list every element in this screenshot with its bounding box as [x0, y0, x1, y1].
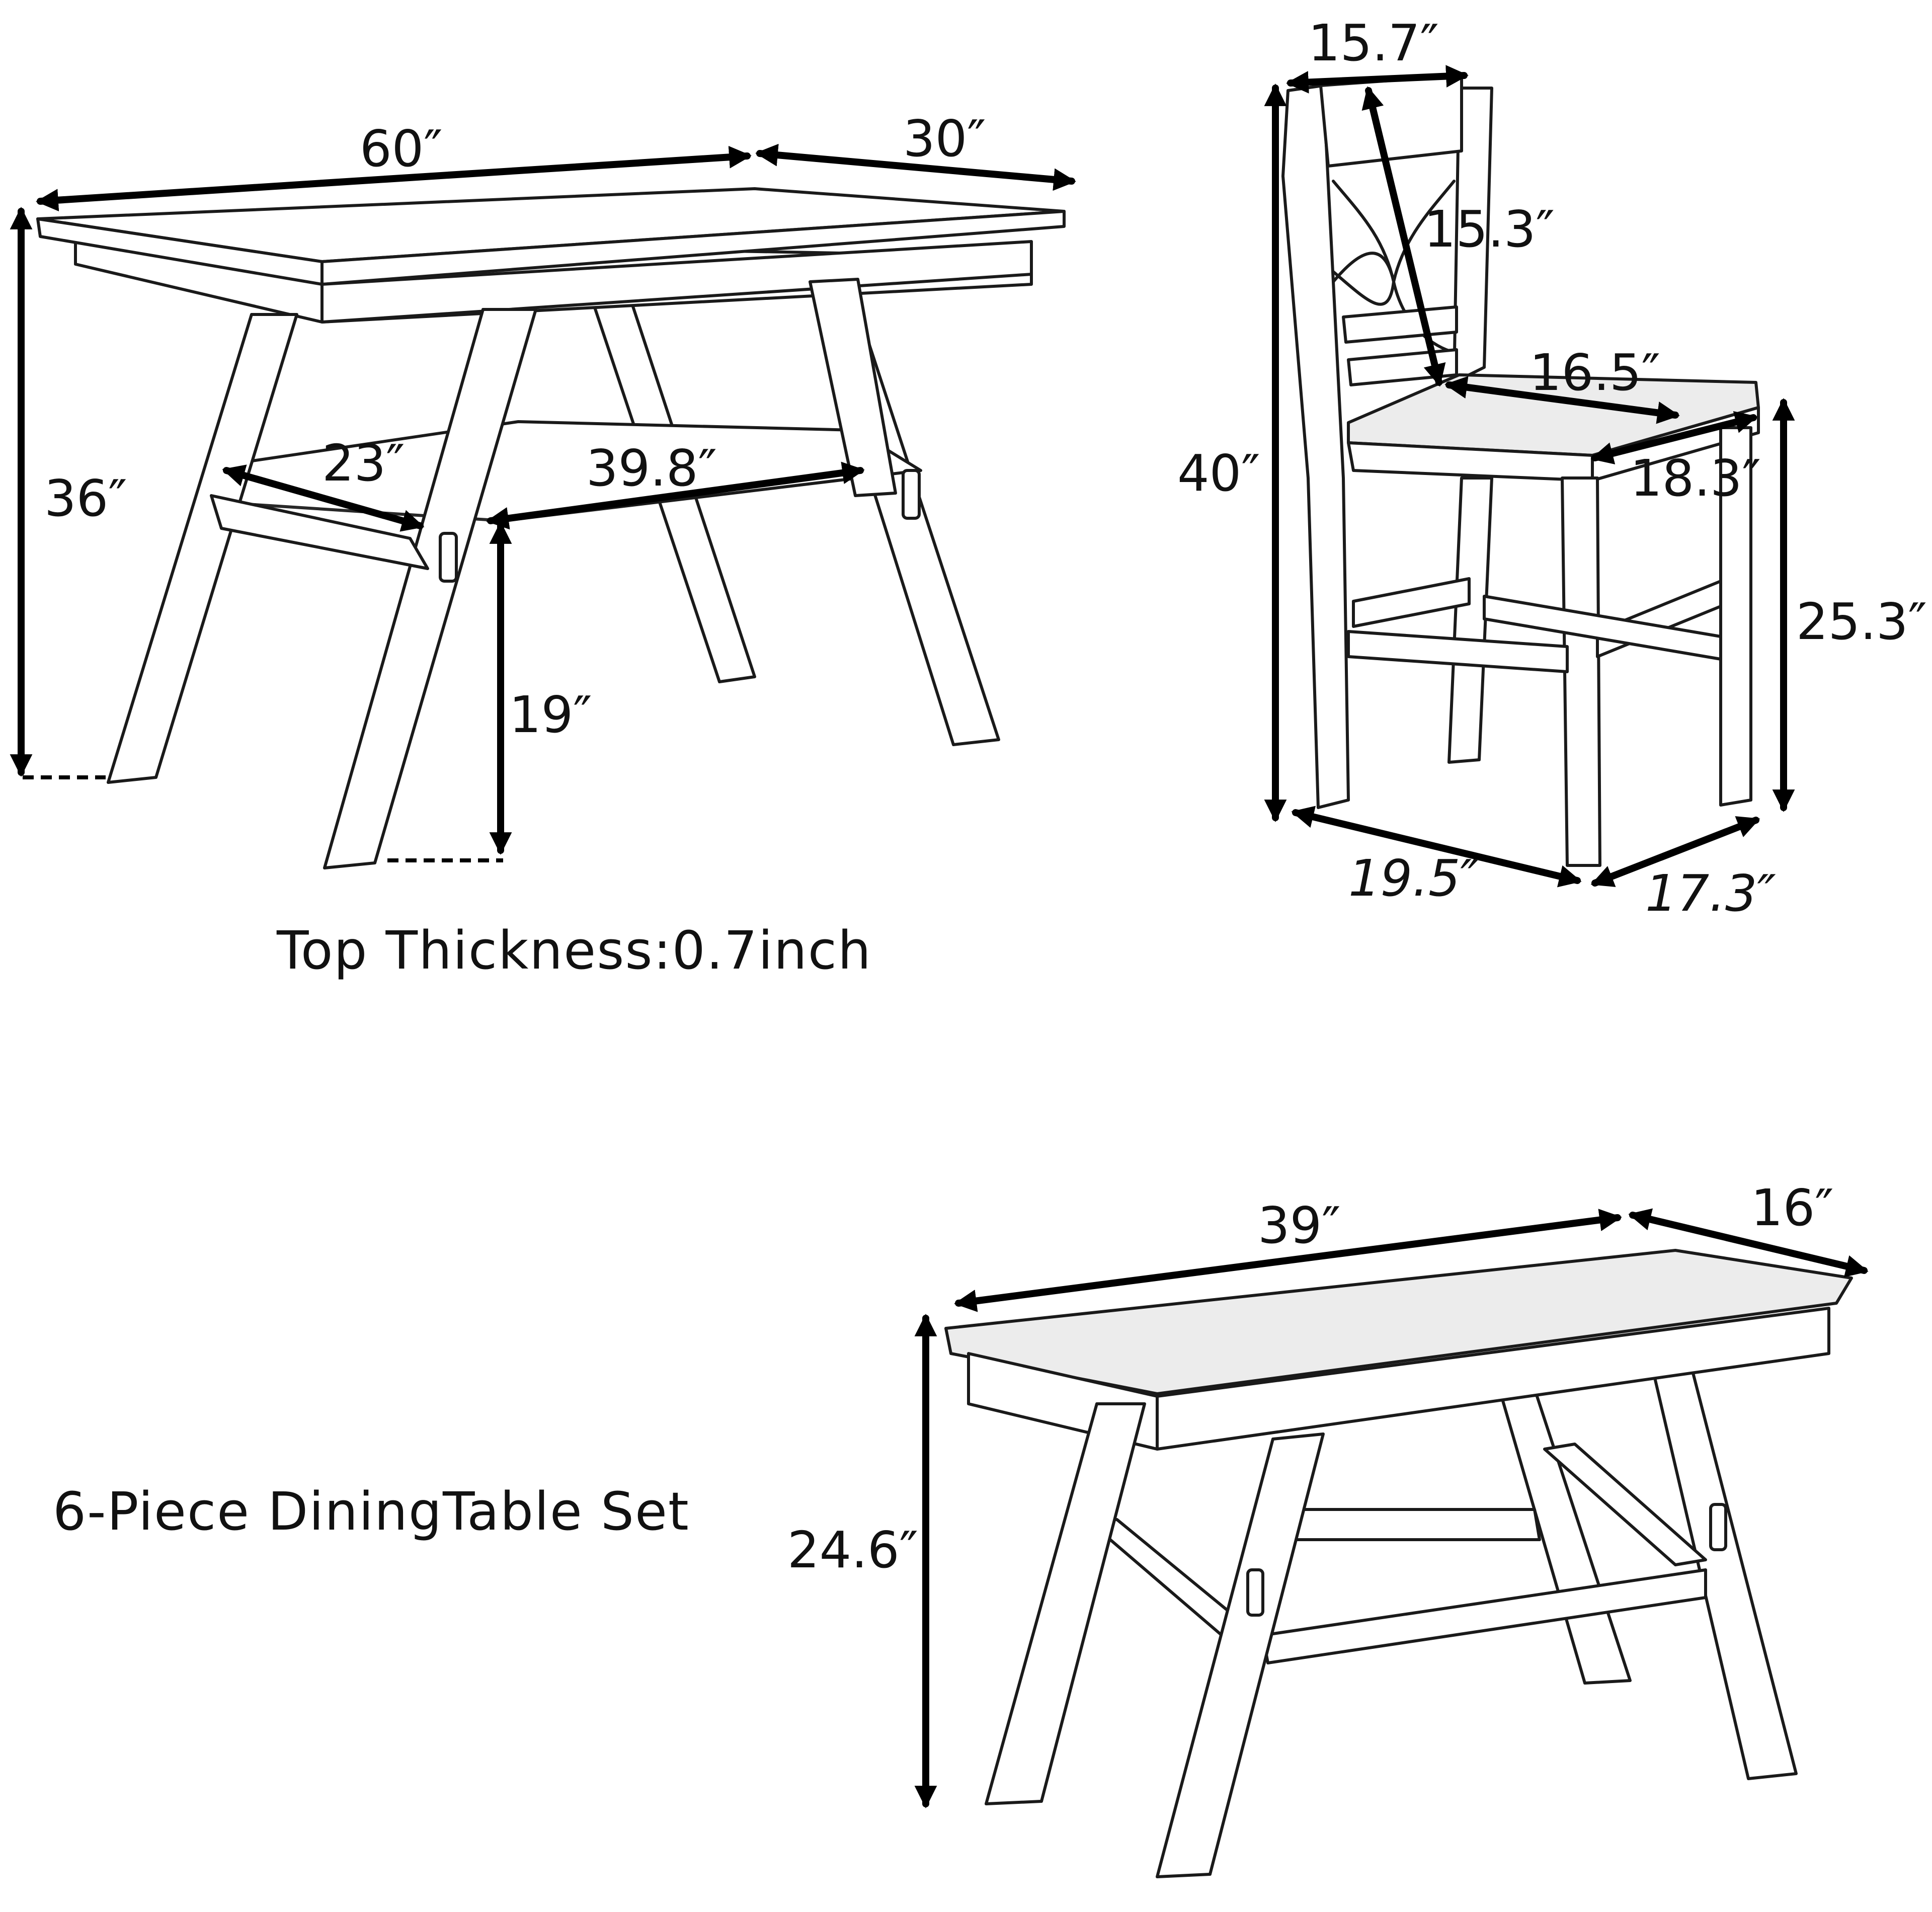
label-chair-seat-depth: 18.3″: [1630, 449, 1761, 508]
label-bench-depth: 16″: [1751, 1178, 1834, 1237]
label-chair-seat-height: 25.3″: [1796, 592, 1927, 651]
chair-rear-right-leg: [1447, 476, 1493, 764]
bench-bracket-left: [1246, 1568, 1264, 1617]
chair-back-right-post: [1453, 87, 1493, 384]
bench-drawing: [944, 1249, 1853, 1878]
chair-back-left-post: [1281, 84, 1350, 809]
arrow-bench-length: [954, 1209, 1622, 1312]
arrow-chair-seat-depth: [1590, 411, 1758, 464]
bench-bracket-right: [1709, 1503, 1727, 1551]
label-chair-total-height: 40″: [1177, 444, 1260, 503]
bench-stretcher-high: [1286, 1508, 1541, 1541]
label-bench-height: 24.6″: [787, 1521, 918, 1579]
label-chair-base-depth: 17.3″: [1645, 864, 1776, 923]
label-chair-back-height: 15.3″: [1424, 200, 1555, 259]
label-chair-base-width: 19.5″: [1348, 849, 1479, 908]
label-table-height: 36″: [44, 469, 127, 528]
bench-front-leg-center: [1156, 1432, 1325, 1878]
chair-dimensions: [1264, 65, 1795, 888]
arrow-chair-back-width: [1286, 65, 1469, 94]
table-dimensions: [10, 143, 1076, 855]
arrow-chair-back-height: [1361, 86, 1446, 387]
bench-labels: 39″ 16″ 24.6″: [787, 1178, 1834, 1579]
set-title: 6-Piece DiningTable Set: [53, 1481, 690, 1542]
table-leg-front-right: [809, 278, 897, 497]
label-top-thickness: Top Thickness:0.7inch: [276, 920, 872, 981]
chair-stretcher-rear: [1352, 577, 1471, 628]
label-table-shelf-depth: 23″: [322, 434, 405, 493]
arrow-chair-base-depth: [1590, 816, 1760, 887]
arrow-table-width: [755, 143, 1076, 191]
table-apron-front: [320, 240, 1033, 324]
arrow-table-shelf-depth: [222, 464, 425, 532]
label-table-width: 30″: [903, 109, 986, 168]
chair-back-slat-1: [1342, 305, 1458, 344]
bench-apron-side: [1156, 1307, 1830, 1451]
label-bench-length: 39″: [1258, 1196, 1341, 1255]
table-bracket-right: [902, 469, 921, 520]
chair-stretcher-side: [1347, 630, 1569, 673]
label-table-length: 60″: [360, 119, 443, 178]
dining-table-drawing: [23, 187, 1066, 869]
table-leg-front-center: [323, 308, 537, 869]
chair-back-top-rail: [1319, 74, 1463, 168]
bench-cross-brace-right: [1543, 1443, 1707, 1566]
table-bracket-left: [439, 532, 458, 583]
bench-dimensions: [914, 1208, 1869, 1808]
table-labels: 60″ 30″ 36″ 23″ 39.8″ 19″ Top Thickness:…: [44, 109, 986, 981]
arrow-table-length: [36, 145, 752, 212]
table-leg-front-left: [107, 313, 298, 784]
chair-stretcher-right: [1483, 595, 1722, 661]
bench-stretcher-low: [1261, 1568, 1707, 1664]
arrow-bench-depth: [1628, 1208, 1869, 1278]
label-table-shelf-height: 19″: [509, 685, 592, 744]
label-chair-back-width: 15.7″: [1308, 14, 1439, 72]
arrow-table-shelf-length: [486, 461, 865, 530]
table-top-side-edge: [320, 210, 1066, 286]
bench-back-leg-right: [1649, 1352, 1798, 1780]
arrow-chair-seat-width: [1444, 376, 1680, 424]
label-table-shelf-length: 39.8″: [586, 439, 717, 498]
chair-labels: 15.7″ 15.3″ 40″ 16.5″ 18.3″ 25.3″ 19.5″ …: [1177, 14, 1927, 923]
label-chair-seat-width: 16.5″: [1530, 343, 1660, 402]
bench-front-leg-left: [985, 1402, 1146, 1805]
arrow-chair-base-width: [1291, 806, 1582, 888]
